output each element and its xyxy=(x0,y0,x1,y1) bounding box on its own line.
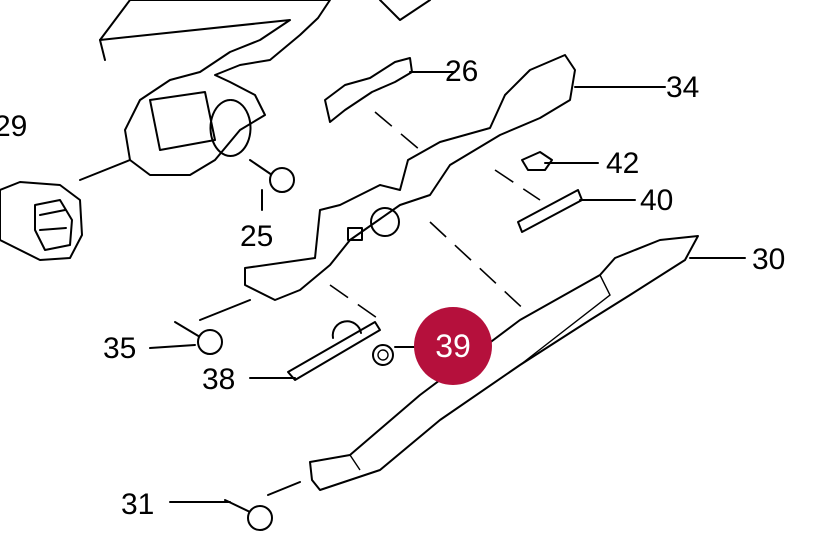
callout-40[interactable]: 40 xyxy=(640,184,674,217)
callout-30[interactable]: 30 xyxy=(752,243,786,276)
callout-35[interactable]: 35 xyxy=(103,332,137,365)
strip-40 xyxy=(517,189,583,233)
washer-39 xyxy=(372,344,394,366)
callout-29[interactable]: 29 xyxy=(0,110,28,143)
panel-34 xyxy=(244,54,576,301)
trim-30 xyxy=(309,235,699,491)
vent-29 xyxy=(0,181,83,261)
screw-31 xyxy=(224,499,273,531)
clip-42 xyxy=(521,151,553,171)
callout-39-highlighted[interactable]: 39 xyxy=(414,307,492,385)
callout-38[interactable]: 38 xyxy=(202,363,236,396)
callout-42[interactable]: 42 xyxy=(606,147,640,180)
callout-31[interactable]: 31 xyxy=(121,488,155,521)
callout-25[interactable]: 25 xyxy=(240,220,274,253)
callout-34[interactable]: 34 xyxy=(666,71,700,104)
screw-35 xyxy=(174,321,223,355)
dashboard-part xyxy=(99,0,331,176)
callout-26[interactable]: 26 xyxy=(445,55,479,88)
screw-25 xyxy=(249,159,295,193)
bracket-26 xyxy=(324,57,413,123)
